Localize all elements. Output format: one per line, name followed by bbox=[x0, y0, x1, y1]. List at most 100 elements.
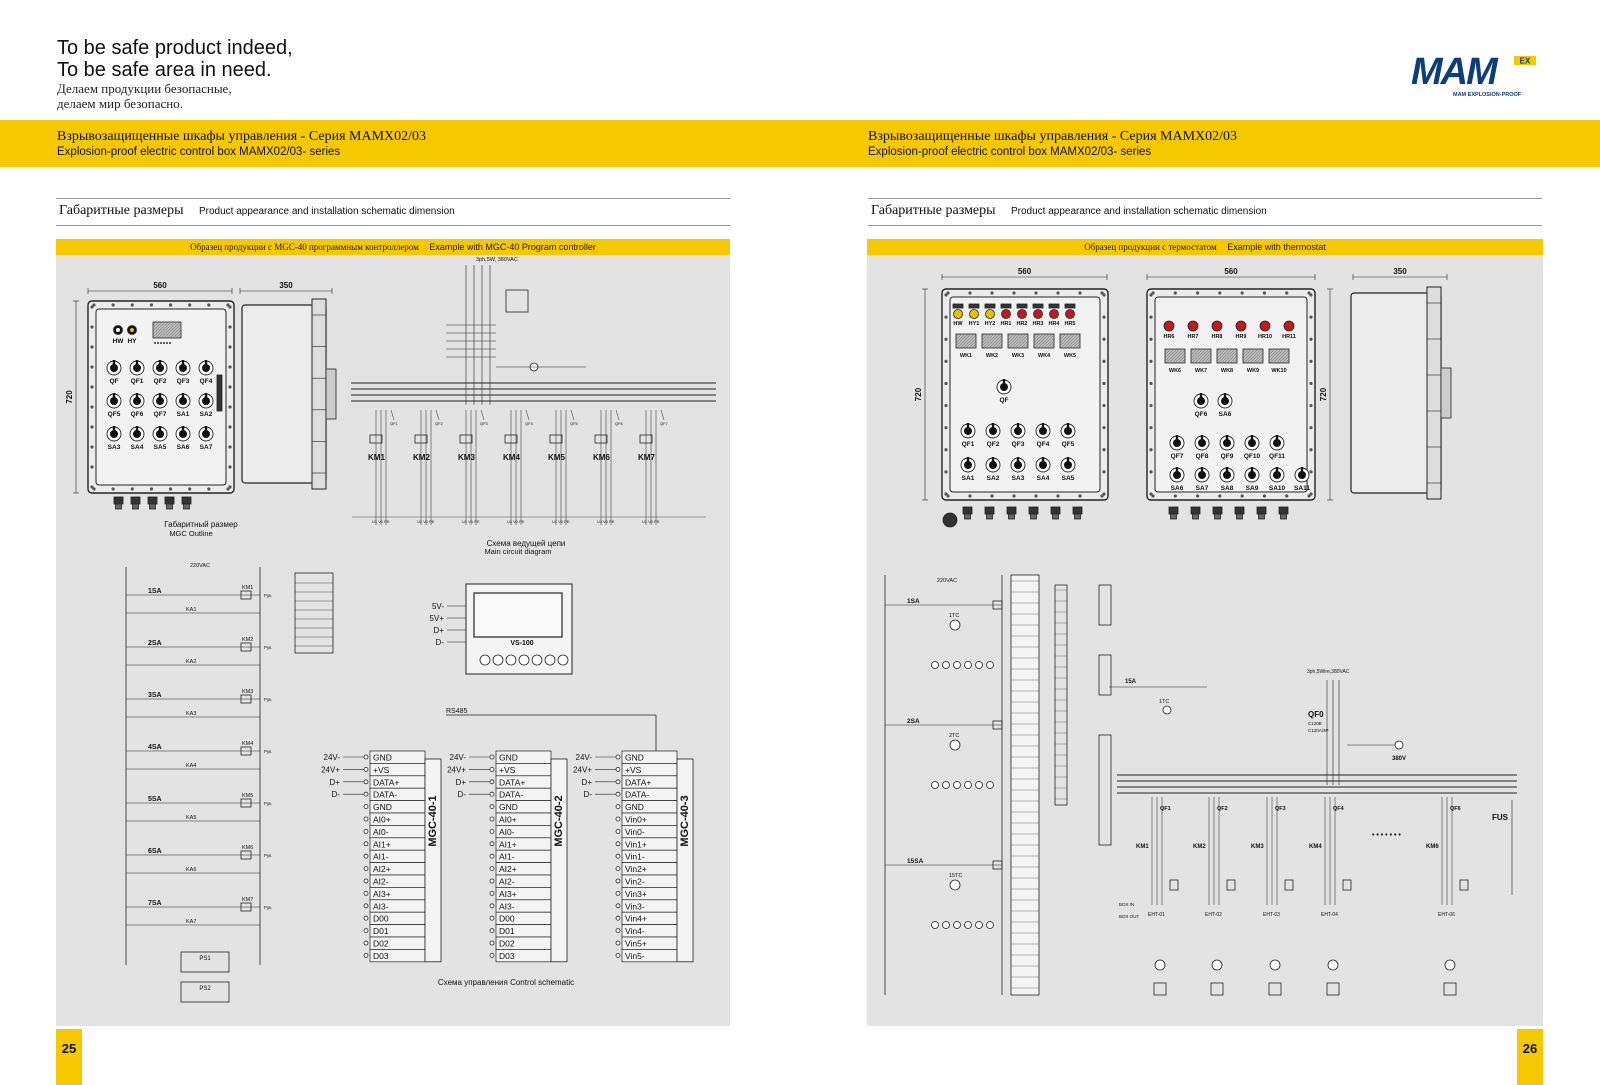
hatch bbox=[1063, 333, 1079, 349]
hatch bbox=[1075, 343, 1081, 349]
hatch bbox=[1033, 333, 1044, 344]
bolt bbox=[188, 303, 192, 307]
section-heading-right: Габаритные размеры Product appearance an… bbox=[868, 198, 1542, 226]
led bbox=[157, 342, 159, 344]
indicator-label: HW bbox=[113, 338, 125, 345]
hatch bbox=[1059, 333, 1067, 341]
hatch bbox=[1226, 352, 1238, 364]
bolt bbox=[1149, 470, 1153, 474]
terminal-label: U1 V1 PE bbox=[462, 519, 480, 524]
heater-terminal bbox=[1284, 879, 1294, 891]
hatch bbox=[1220, 348, 1236, 364]
ellipsis: • • • • • • • bbox=[1372, 832, 1401, 839]
bolt bbox=[1078, 494, 1082, 498]
relay-coil bbox=[240, 642, 252, 652]
terminal-label: Vin4+ bbox=[625, 914, 647, 924]
page-number-left: 25 bbox=[56, 1029, 82, 1085]
terminal-label: Vin2+ bbox=[625, 864, 647, 874]
terminal-point bbox=[615, 903, 621, 909]
switch-label: QF4 bbox=[200, 378, 213, 385]
hatch bbox=[1242, 348, 1256, 362]
breaker-label: QF3 bbox=[480, 421, 489, 426]
bolt bbox=[1285, 494, 1289, 498]
hatch bbox=[1268, 348, 1282, 362]
terminal-point bbox=[489, 853, 495, 859]
bolt bbox=[90, 405, 94, 409]
bolt bbox=[944, 403, 948, 408]
hatch bbox=[1287, 361, 1290, 364]
mode-label: Рук. bbox=[264, 853, 272, 858]
terminal-label: AI2- bbox=[373, 877, 389, 887]
terminal-point bbox=[489, 779, 495, 785]
bolt bbox=[149, 303, 154, 307]
lamp-label: HR8 bbox=[1211, 334, 1222, 340]
input-label: 24V- bbox=[576, 753, 593, 762]
switch-label: SA7 bbox=[1196, 485, 1209, 492]
bolt bbox=[1034, 494, 1038, 498]
contactor-label: KM4 bbox=[1309, 844, 1322, 850]
terminal-label: Vin3- bbox=[625, 901, 645, 911]
hatch bbox=[1078, 346, 1081, 349]
terminal-label: Vin4- bbox=[625, 926, 645, 936]
psu-label: PS2 bbox=[199, 986, 211, 992]
terminal-label: Vin0- bbox=[625, 827, 645, 837]
input-label: 24V- bbox=[450, 753, 467, 762]
hatch bbox=[1026, 346, 1029, 349]
bolt bbox=[90, 305, 94, 309]
switch-label: QF bbox=[109, 378, 118, 385]
terminal-label: AI3- bbox=[373, 901, 389, 911]
rtd-symbol bbox=[1444, 959, 1456, 971]
qf0-rating: C120A/3P bbox=[1308, 728, 1329, 733]
switch-label: QF8 bbox=[1196, 453, 1209, 460]
terminal-label: Vin5- bbox=[625, 951, 645, 961]
coil-label: KM6 bbox=[242, 845, 253, 851]
hatch bbox=[1284, 358, 1290, 364]
contactor-label: KM3 bbox=[458, 453, 475, 462]
switch-lever bbox=[1199, 393, 1203, 401]
terminal-point bbox=[942, 781, 950, 789]
indicator-lamp bbox=[1163, 320, 1175, 332]
cable-gland bbox=[1234, 506, 1245, 515]
contactor-label: KM6 bbox=[1426, 844, 1439, 850]
psu bbox=[180, 981, 230, 1003]
hatch bbox=[982, 333, 998, 349]
wire bbox=[480, 409, 485, 421]
switch-lever bbox=[1200, 467, 1204, 475]
section-title-en: Product appearance and installation sche… bbox=[199, 206, 455, 217]
dimension-label: 720 bbox=[1319, 387, 1328, 401]
led bbox=[169, 342, 171, 344]
relay-coil bbox=[414, 434, 428, 444]
relay-coil bbox=[240, 902, 252, 912]
mode-label: Рук. bbox=[264, 905, 272, 910]
coil-label: KM2 bbox=[242, 637, 253, 643]
hatch bbox=[1020, 340, 1029, 349]
thermostat-label: WK8 bbox=[1221, 368, 1233, 374]
terminal-point bbox=[363, 915, 369, 921]
hatch bbox=[955, 333, 963, 341]
aux-relay-label: KA3 bbox=[186, 711, 196, 717]
terminal-label: Vin2- bbox=[625, 877, 645, 887]
hatch bbox=[152, 321, 157, 326]
thermostat-label: WK4 bbox=[1038, 353, 1051, 359]
hatch bbox=[1268, 348, 1273, 353]
terminal-point bbox=[489, 791, 495, 797]
lamp-symbol bbox=[1162, 705, 1172, 715]
bolt bbox=[1149, 293, 1153, 297]
switch-label: SA5 bbox=[154, 444, 167, 451]
bolt bbox=[1240, 494, 1244, 498]
section-title-ru: Габаритные размеры bbox=[59, 203, 184, 218]
hatch bbox=[994, 340, 1003, 349]
terminal-point bbox=[931, 921, 939, 929]
relay-coil bbox=[549, 434, 563, 444]
switch-label: QF4 bbox=[1037, 441, 1050, 448]
switch-label: SA4 bbox=[1037, 475, 1050, 482]
terminal-point bbox=[615, 891, 621, 896]
hatch bbox=[1017, 337, 1029, 349]
bolt bbox=[1173, 494, 1177, 498]
bolt bbox=[944, 426, 948, 430]
drawing-panel-right: Образец продукции с термостатом Example … bbox=[867, 239, 1543, 1026]
bolt bbox=[1149, 448, 1153, 452]
control-row-label: 3SA bbox=[148, 692, 162, 699]
contactor-label: KM1 bbox=[368, 453, 385, 462]
